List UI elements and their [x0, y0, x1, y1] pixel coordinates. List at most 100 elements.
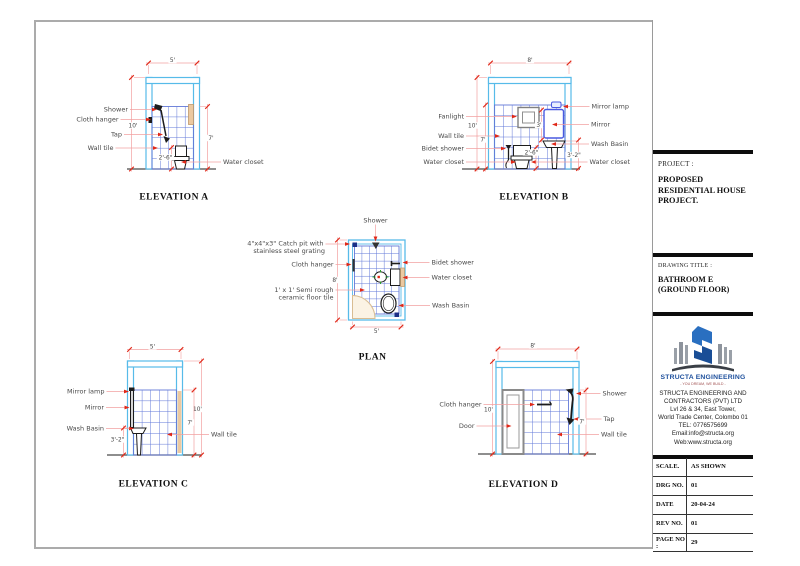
elevation-a-label-water-closet: Water closet: [223, 158, 264, 166]
elevation-b-dim-basin-line-tick: [575, 137, 582, 143]
elevation-d-label-tap-arrow: [573, 417, 579, 421]
elevation-d-dim-width-line-tick: [495, 346, 501, 352]
elevation-a-tap-figure: [163, 136, 170, 143]
elevation-c-dim-height-bg: [191, 405, 204, 413]
elevation-d-shower-head: [565, 388, 574, 395]
company-info-line: CONTRACTORS (PVT) LTD: [664, 398, 742, 406]
elevation-a-shower-pipe: [160, 109, 167, 137]
company-logo-tagline: - YOU DREAM, WE BUILD -: [680, 382, 726, 386]
elevation-d-label-wall-tile: Wall tile: [601, 431, 627, 439]
elevation-d-title: ELEVATION D: [489, 480, 559, 490]
elevation-d-label-cloth-hanger-arrow: [530, 402, 535, 407]
elevation-c-mirror-lamp-figure: [129, 387, 135, 391]
plan-label-water-closet: Water closet: [432, 274, 473, 282]
drawing-title-line1: BATHROOM E: [658, 275, 714, 284]
elevation-c-label-wall-tile: Wall tile: [211, 431, 237, 439]
elevation-d-dim-width-line-tick: [574, 346, 580, 352]
elevation-a-dim-wc-line-tick: [168, 166, 175, 172]
plan-label-floor-tile-2: ceramic floor tile: [279, 294, 334, 302]
plan-wc-tank: [390, 268, 401, 286]
elevation-b-dim-wc-line-tick: [533, 144, 539, 151]
elevation-b-dim-mirror: 3': [536, 123, 542, 129]
elevation-c-label-mirror-arrow: [124, 405, 130, 410]
elevation-c-mirror-figure: [130, 390, 134, 428]
elevation-c-dim-height-line-tick: [198, 358, 205, 364]
elevation-d-dim-width: 8': [530, 344, 536, 350]
elevation-c-basin-bowl: [129, 427, 147, 434]
elevation-a-left-wall: [145, 76, 153, 170]
elevation-c-lintel: [126, 360, 184, 368]
elevation-d-lintel: [495, 360, 580, 369]
elevation-b-label-water-closet-left: Water closet: [423, 158, 464, 166]
elevation-d-label-cloth-hanger: Cloth hanger: [439, 401, 481, 409]
company-logo-icon: [672, 326, 734, 372]
elevation-c-dim-basin-height: 3'-2": [111, 438, 125, 444]
divider-bar: [653, 312, 753, 316]
elevation-b-bidet-hook: [505, 159, 509, 169]
elevation-b-fanlight-inner: [522, 111, 535, 124]
elevation-a-label-cloth-hanger-arrow: [146, 117, 151, 122]
elevation-b-dim-mirror-line-tick: [538, 107, 545, 113]
elevation-b-dim-height: 10': [468, 124, 477, 130]
plan-dim-depth-bg: [330, 276, 340, 284]
elevation-b-dim-height-line-tick: [474, 74, 480, 81]
plan-dim-depth-line-tick: [334, 317, 341, 323]
elevation-d-dim-height-bg: [482, 406, 495, 413]
elevation-c-dim-width-line-tick: [126, 346, 133, 353]
table-row-label: DRG NO.: [656, 482, 684, 490]
plan-dim-depth-line-tick: [334, 237, 341, 243]
plan-dim-width-line-tick: [398, 324, 404, 330]
elevation-b-dim-height-line-tick: [474, 166, 480, 172]
project-label: PROJECT :: [658, 160, 694, 168]
table-row-label: DATE: [656, 501, 674, 509]
plan-dim-width-bg: [372, 327, 381, 335]
elevation-d-dim-tile-height-bg: [577, 418, 587, 425]
elevation-d-dim-width-bg: [528, 342, 538, 349]
company-info-line: Lvl 26 & 34, East Tower,: [670, 406, 736, 414]
elevation-a-dim-wc-line-tick: [168, 144, 175, 151]
elevation-c-basin-pedestal: [135, 433, 143, 456]
plan-label-water-closet-arrow: [402, 275, 408, 280]
table-row: DATE 20-04-24: [653, 495, 753, 515]
plan-dim-width-line-tick: [349, 324, 356, 330]
elevation-c-label-mirror: Mirror: [85, 404, 104, 412]
elevation-a-right-wall: [192, 76, 201, 170]
elevation-a-dim-height-line-tick: [128, 166, 135, 172]
elevation-b-label-wash-basin: Wash Basin: [591, 140, 628, 148]
plan-dim-width: 5': [374, 329, 380, 335]
elevation-a-dim-tile-line-tick: [204, 166, 211, 172]
table-row: DRG NO.01: [653, 476, 753, 496]
elevation-b-dim-width-bg: [525, 56, 535, 64]
plan-label-catch-pit-1: 4"x4"x3" Catch pit with: [247, 240, 323, 248]
elevation-b-wc-base: [513, 159, 530, 169]
elevation-b-dim-wc-height-bg: [522, 149, 541, 156]
elevation-a-dim-width-bg: [168, 56, 177, 64]
elevation-a-dim-height-line-tick: [128, 74, 135, 81]
table-row-value: 01: [686, 476, 753, 495]
elevation-b-dim-height-bg: [466, 122, 479, 129]
elevation-b-label-water-closet-right: Water closet: [590, 158, 631, 166]
elevation-b-bidet-head: [505, 145, 512, 150]
table-row: SCALE.AS SHOWN: [653, 458, 753, 477]
table-row-value: 20-04-24: [686, 495, 753, 514]
elevation-d-label-door: Door: [459, 422, 475, 430]
elevation-b-label-mirror-lamp-arrow: [563, 104, 568, 109]
drawing-title: BATHROOM E (GROUND FLOOR): [658, 275, 748, 294]
elevation-a-label-tap-arrow: [158, 132, 163, 137]
title-block: PROJECT : PROPOSED RESIDENTIAL HOUSE PRO…: [652, 20, 753, 553]
elevation-a-dim-tile-height-bg: [206, 134, 216, 142]
table-row-label: SCALE.: [656, 463, 680, 471]
elevation-d-dim-height-line-tick: [489, 451, 496, 457]
elevation-c-dim-tile-line-tick: [191, 387, 197, 393]
elevation-d-dim-tile-line-tick: [583, 451, 589, 457]
elevation-d-door-panel: [506, 394, 520, 449]
project-section: PROJECT : PROPOSED RESIDENTIAL HOUSE PRO…: [653, 154, 753, 253]
elevation-a-label-water-closet-arrow: [181, 160, 186, 164]
divider-bar: [653, 253, 753, 257]
plan-dim-depth: 8': [332, 278, 338, 284]
elevation-a-dim-tile-height: 7': [208, 136, 214, 142]
elevation-a-wc-tank: [175, 145, 187, 157]
elevation-b-mirror-figure: [543, 108, 565, 139]
elevation-b-dim-width-line-tick: [487, 60, 494, 66]
